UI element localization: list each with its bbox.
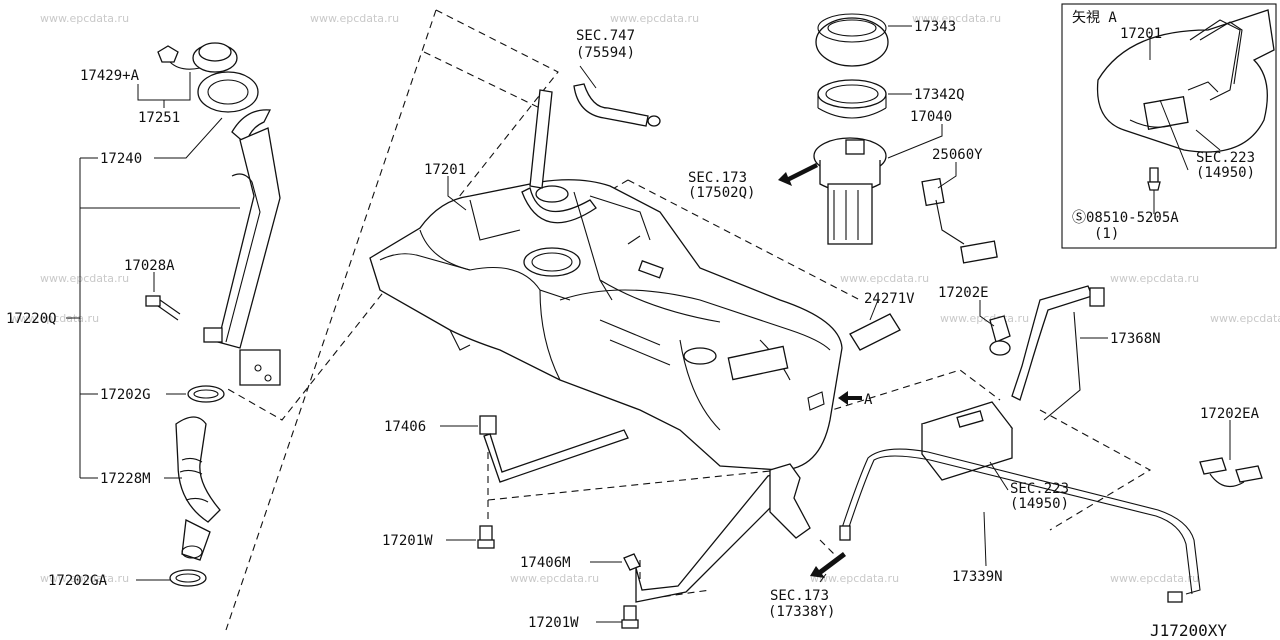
view-arrow-label: A	[864, 392, 873, 408]
label-sec173a-sub: (17502Q)	[688, 185, 755, 201]
label-sec173b: SEC.173	[770, 588, 829, 604]
leader-lines	[440, 25, 1231, 623]
label-24271v: 24271V	[864, 291, 915, 307]
inset-label-sec223: SEC.223	[1196, 150, 1255, 166]
evap-canister	[920, 401, 1014, 481]
label-17343: 17343	[914, 19, 956, 35]
label-17202g: 17202G	[100, 387, 151, 403]
label-17202e: 17202E	[938, 285, 989, 301]
label-17028a: 17028A	[124, 258, 175, 274]
label-17201: 17201	[424, 162, 466, 178]
watermark: www.epcdata.ru	[1110, 272, 1199, 285]
label-sec173b-sub: (17338Y)	[768, 604, 835, 620]
inset-label-bolt: Ⓢ08510-5205A	[1072, 210, 1179, 226]
watermark: www.epcdata.ru	[810, 572, 899, 585]
diagram-code: J17200XY	[1150, 621, 1227, 640]
inset-label-qty: (1)	[1094, 226, 1119, 242]
label-17202ea: 17202EA	[1200, 406, 1260, 422]
inset-title: 矢視 A	[1072, 10, 1117, 26]
label-sec173a: SEC.173	[688, 170, 747, 186]
watermarks: www.epcdata.ru www.epcdata.ru www.epcdat…	[10, 12, 1280, 585]
arrow-sec173b	[810, 552, 846, 578]
inset-label-sec223-sub: (14950)	[1196, 165, 1255, 181]
label-sec223a: SEC.223	[1010, 481, 1069, 497]
fuel-tank	[369, 179, 843, 471]
watermark: www.epcdata.ru	[610, 12, 699, 25]
label-17406: 17406	[384, 419, 426, 435]
bolt-17201w-a	[477, 525, 495, 549]
arrow-sec173a	[778, 163, 818, 186]
fuel-line-17339n	[839, 448, 1201, 603]
label-17406m: 17406M	[520, 555, 571, 571]
label-sec747: SEC.747	[576, 28, 635, 44]
watermark: www.epcdata.ru	[840, 272, 929, 285]
label-25060y: 25060Y	[932, 147, 983, 163]
heat-insulator-24271v	[849, 313, 901, 351]
label-17342q: 17342Q	[914, 87, 965, 103]
label-17220q: 17220Q	[6, 311, 57, 327]
label-17240: 17240	[100, 151, 142, 167]
bolt-17201w-b	[621, 605, 639, 629]
watermark: www.epcdata.ru	[1110, 572, 1199, 585]
tank-strap-17406	[479, 415, 629, 483]
label-sec223a-sub: (14950)	[1010, 496, 1069, 512]
watermark: www.epcdata.ru	[310, 12, 399, 25]
view-arrow-a: A	[838, 391, 873, 408]
filler-tube	[203, 109, 281, 386]
label-17228m: 17228M	[100, 471, 151, 487]
clamp-17202g	[187, 385, 225, 403]
watermark: www.epcdata.ru	[510, 572, 599, 585]
label-sec747-sub: (75594)	[576, 45, 635, 61]
labels: 17429+A 17251 17240 17028A 17220Q 17202G…	[6, 10, 1260, 640]
lock-ring-17343	[815, 13, 889, 67]
hose-75594	[573, 83, 661, 127]
inset-label-17201: 17201	[1120, 26, 1162, 42]
label-17368n: 17368N	[1110, 331, 1161, 347]
vent-pipe	[521, 89, 721, 323]
seal-17342q	[817, 79, 887, 119]
fuel-pump-17040	[813, 137, 887, 245]
level-sensor-25060y	[921, 177, 998, 264]
watermark: www.epcdata.ru	[40, 572, 129, 585]
watermark: www.epcdata.ru	[940, 312, 1029, 325]
watermark: www.epcdata.ru	[40, 12, 129, 25]
dashed-outlines	[225, 9, 1152, 631]
label-17040: 17040	[910, 109, 952, 125]
left-leader-lines	[66, 72, 240, 581]
label-17202ga: 17202GA	[48, 573, 108, 589]
watermark: www.epcdata.ru	[912, 12, 1001, 25]
watermark: www.epcdata.ru	[1210, 312, 1280, 325]
clamp-17202ga	[169, 569, 207, 587]
vent-tube-17368n	[1011, 285, 1105, 421]
label-17201w-b: 17201W	[528, 615, 579, 631]
label-17251: 17251	[138, 110, 180, 126]
label-17429: 17429+A	[80, 68, 140, 84]
bolt-17028a	[145, 295, 181, 321]
clip-17202e	[989, 315, 1011, 356]
filler-gasket	[197, 71, 259, 113]
filler-hose	[175, 416, 221, 561]
watermark: www.epcdata.ru	[40, 272, 129, 285]
clip-17202ea	[1199, 457, 1263, 488]
inset-view-a	[1061, 3, 1277, 249]
label-17339n: 17339N	[952, 569, 1003, 585]
filler-cap	[157, 42, 238, 73]
tank-strap-17406m	[623, 463, 811, 603]
watermark: www.epcdata.ru	[10, 312, 99, 325]
label-17201w-a: 17201W	[382, 533, 433, 549]
